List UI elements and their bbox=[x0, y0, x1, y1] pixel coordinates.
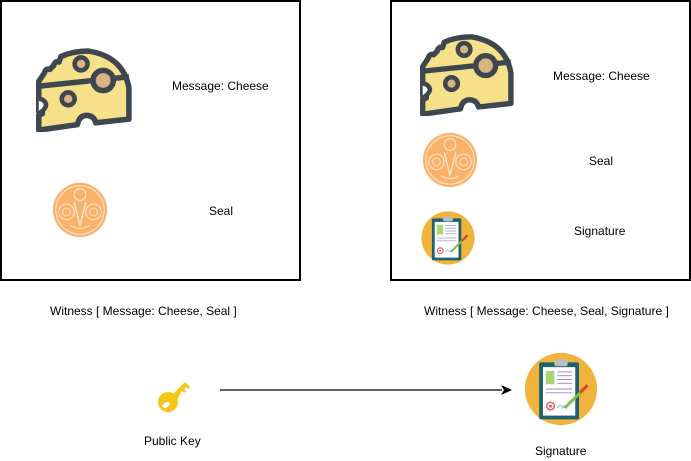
signature-icon bbox=[523, 351, 599, 427]
left-witness-panel bbox=[0, 0, 301, 281]
right-signature-label: Signature bbox=[574, 224, 626, 238]
seal-icon bbox=[51, 181, 109, 239]
left-witness-caption: Witness [ Message: Cheese, Seal ] bbox=[50, 304, 237, 318]
signature-icon bbox=[420, 210, 476, 266]
bottom-signature-label: Signature bbox=[535, 444, 587, 458]
left-seal-label: Seal bbox=[209, 204, 234, 218]
arrow-connector bbox=[220, 385, 512, 395]
right-witness-caption: Witness [ Message: Cheese, Seal, Signatu… bbox=[424, 304, 669, 318]
public-key-label: Public Key bbox=[144, 434, 201, 448]
key-icon bbox=[155, 375, 195, 415]
left-message-label: Message: Cheese bbox=[172, 79, 269, 93]
cheese-icon bbox=[26, 40, 138, 132]
cheese-icon bbox=[410, 26, 520, 116]
seal-icon bbox=[421, 131, 479, 189]
right-seal-label: Seal bbox=[589, 154, 614, 168]
right-message-label: Message: Cheese bbox=[553, 69, 650, 83]
